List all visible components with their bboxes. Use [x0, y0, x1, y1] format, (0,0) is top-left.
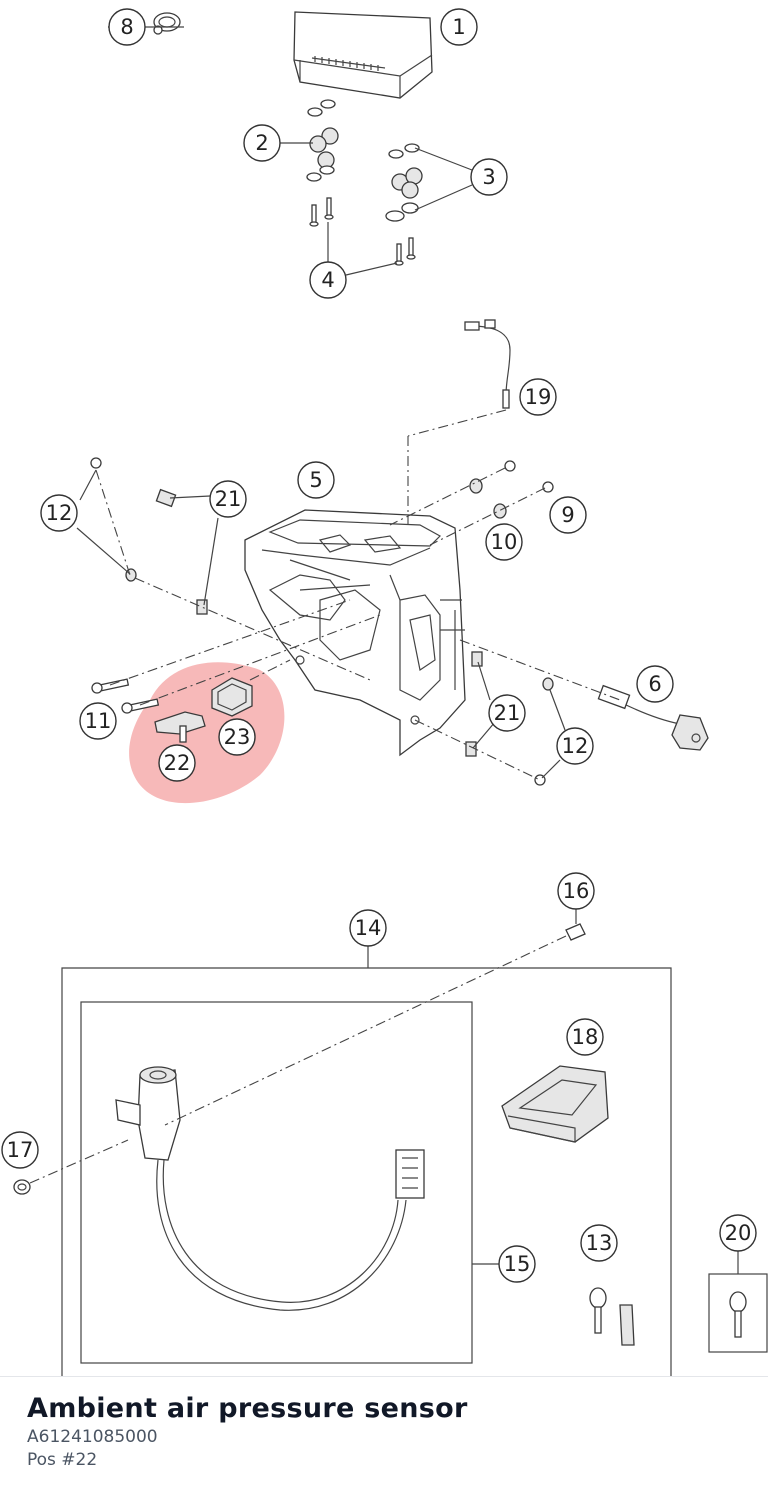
callout-4[interactable]: 4	[309, 261, 347, 299]
dashboard-bracket	[244, 509, 466, 757]
leader-lines-middle	[76, 469, 566, 779]
svg-text:23: 23	[224, 725, 251, 749]
callout-1[interactable]: 1	[440, 8, 478, 46]
callout-12-left[interactable]: 12	[40, 494, 78, 532]
part-title: Ambient air pressure sensor	[27, 1393, 468, 1424]
callout-3[interactable]: 3	[470, 158, 508, 196]
svg-text:18: 18	[572, 1025, 599, 1049]
hose-clamp	[153, 12, 181, 35]
svg-text:2: 2	[255, 131, 268, 155]
sensor-connector	[211, 677, 253, 717]
callout-5[interactable]: 5	[297, 461, 335, 499]
svg-text:14: 14	[355, 916, 382, 940]
callout-11[interactable]: 11	[79, 702, 117, 740]
svg-text:20: 20	[725, 1221, 752, 1245]
svg-text:22: 22	[164, 751, 191, 775]
callout-9[interactable]: 9	[549, 496, 587, 534]
svg-text:17: 17	[7, 1138, 34, 1162]
callout-17[interactable]: 17	[1, 1131, 39, 1169]
svg-text:10: 10	[491, 530, 518, 554]
ignition-lock-cable	[597, 684, 709, 751]
ambient-air-pressure-sensor[interactable]	[154, 711, 206, 743]
callout-12-right[interactable]: 12	[556, 727, 594, 765]
svg-text:4: 4	[321, 268, 334, 292]
screw-and-washer	[13, 908, 586, 1195]
callout-20[interactable]: 20	[719, 1214, 757, 1252]
rubber-grommets	[306, 99, 423, 222]
svg-text:15: 15	[504, 1252, 531, 1276]
svg-text:21: 21	[215, 487, 242, 511]
dashboard-display	[293, 11, 433, 99]
assembly-lines-middle	[95, 409, 621, 781]
callout-2[interactable]: 2	[243, 124, 281, 162]
svg-text:12: 12	[46, 501, 73, 525]
key-fob	[501, 1065, 609, 1143]
callout-21-left[interactable]: 21	[209, 480, 247, 518]
svg-text:8: 8	[120, 15, 133, 39]
callout-15[interactable]: 15	[498, 1245, 536, 1283]
svg-text:6: 6	[648, 672, 661, 696]
callout-23[interactable]: 23	[218, 718, 256, 756]
svg-text:12: 12	[562, 734, 589, 758]
lock-set-box	[61, 946, 768, 1376]
exploded-parts-diagram: 1 2 3 4 5 6 8 9 10 11 12 12 13 14 15 16 …	[1, 8, 768, 1376]
part-number: A61241085000	[27, 1427, 158, 1447]
callout-13[interactable]: 13	[580, 1224, 618, 1262]
svg-text:5: 5	[309, 468, 322, 492]
ignition-switch	[115, 1066, 425, 1311]
svg-text:16: 16	[563, 879, 590, 903]
callout-21-right[interactable]: 21	[488, 694, 526, 732]
svg-text:13: 13	[586, 1231, 613, 1255]
callout-19[interactable]: 19	[519, 378, 557, 416]
callout-22[interactable]: 22	[158, 744, 196, 782]
callout-14[interactable]: 14	[349, 909, 387, 947]
callout-10[interactable]: 10	[485, 523, 523, 561]
svg-text:9: 9	[561, 503, 574, 527]
callout-18[interactable]: 18	[566, 1018, 604, 1056]
bolts	[91, 678, 160, 714]
sensor-cable	[464, 319, 511, 409]
svg-text:21: 21	[494, 701, 521, 725]
callout-8[interactable]: 8	[108, 8, 146, 46]
keys	[589, 1287, 747, 1346]
svg-text:3: 3	[482, 165, 495, 189]
svg-text:11: 11	[85, 709, 112, 733]
svg-text:1: 1	[452, 15, 465, 39]
callout-16[interactable]: 16	[557, 872, 595, 910]
callout-6[interactable]: 6	[636, 665, 674, 703]
part-position: Pos #22	[27, 1450, 98, 1470]
svg-text:19: 19	[525, 385, 552, 409]
selected-part-highlight	[129, 662, 285, 804]
mounting-screws	[309, 197, 416, 266]
part-info-panel: Ambient air pressure sensor A61241085000…	[0, 1376, 768, 1492]
